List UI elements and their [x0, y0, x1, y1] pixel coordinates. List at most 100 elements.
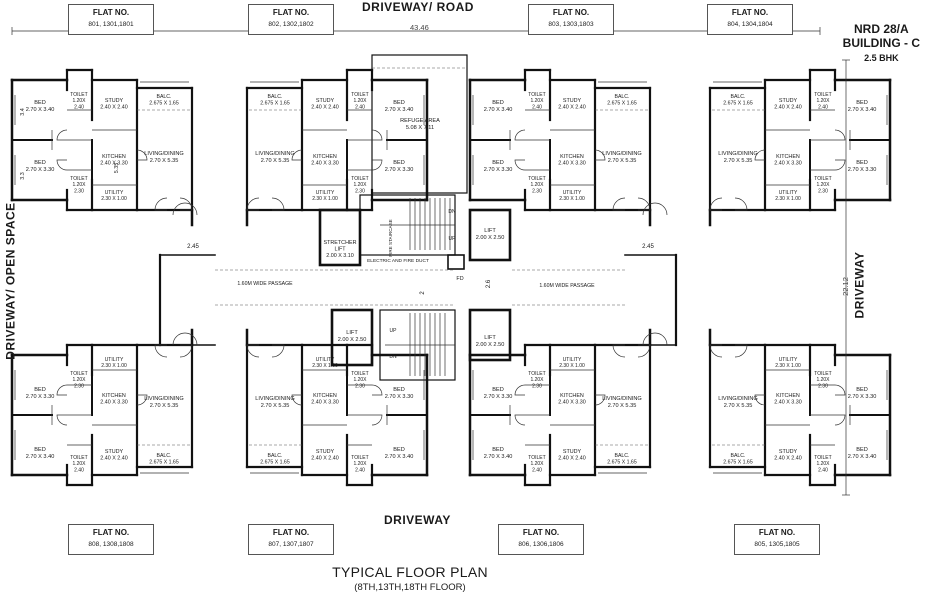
flat-number-box: FLAT NO. 802, 1302,1802	[248, 4, 334, 35]
door-swing	[834, 129, 846, 141]
door-swing	[514, 384, 526, 396]
door-swing	[637, 344, 651, 358]
door-swing	[291, 394, 303, 406]
wall-outline	[468, 208, 512, 262]
flat-number-box: FLAT NO. 806, 1306,1806	[498, 524, 584, 555]
overall-width-dimension: 43.46	[410, 23, 429, 32]
door-swing	[56, 129, 68, 141]
door-swing	[834, 159, 846, 171]
flat-number-box: FLAT NO. 803, 1303,1803	[528, 4, 614, 35]
plan-title-main: TYPICAL FLOOR PLAN	[332, 564, 488, 580]
door-swing	[612, 344, 626, 358]
door-swing	[612, 197, 626, 211]
flat-number-heading: FLAT NO.	[272, 8, 310, 17]
dimension-label: 2.6	[486, 279, 492, 288]
stair-dn-label: DN	[448, 209, 456, 215]
room-label-balcony: BALC.2.675 X 1.65	[149, 94, 179, 106]
flat-numbers: 807, 1307,1807	[268, 541, 314, 548]
flat-numbers: 806, 1306,1806	[518, 541, 564, 548]
door-swing	[371, 414, 383, 426]
door-swing	[514, 159, 526, 171]
road-bottom-label: DRIVEWAY	[384, 513, 451, 527]
dimension-label: 2.45	[187, 244, 199, 250]
door-swing	[642, 202, 668, 216]
dimension-label: 5.35	[114, 163, 120, 174]
door-swing	[734, 344, 748, 358]
plan-title-sub: (8TH,13TH,18TH FLOOR)	[354, 582, 466, 593]
door-swing	[172, 202, 198, 216]
flat-number-heading: FLAT NO.	[92, 8, 130, 17]
door-swing	[371, 159, 383, 171]
wall-outline	[371, 54, 468, 194]
door-swing	[637, 197, 651, 211]
door-swing	[136, 394, 148, 406]
room-label-balcony: BALC.2.675 X 1.65	[260, 94, 290, 106]
door-swing	[56, 414, 68, 426]
door-swing	[56, 159, 68, 171]
door-swing	[834, 414, 846, 426]
room-label-balcony: BALC.2.675 X 1.65	[723, 94, 753, 106]
fd-label: FD	[456, 276, 463, 282]
flat-number-box: FLAT NO. 804, 1304,1804	[707, 4, 793, 35]
building-name: BUILDING - C	[842, 36, 920, 50]
door-swing	[371, 129, 383, 141]
wall-outline	[330, 308, 374, 367]
door-swing	[179, 197, 193, 211]
flat-number-box: FLAT NO. 808, 1308,1808	[68, 524, 154, 555]
door-swing	[371, 384, 383, 396]
stair-up-label: UP	[449, 236, 457, 242]
door-swing	[709, 344, 723, 358]
flat-numbers: 803, 1303,1803	[548, 21, 594, 28]
room-label-balcony: BALC.2.675 X 1.65	[607, 94, 637, 106]
door-swing	[514, 129, 526, 141]
door-swing	[246, 344, 260, 358]
flat-numbers: 804, 1304,1804	[727, 21, 773, 28]
flat-number-heading: FLAT NO.	[731, 8, 769, 17]
door-swing	[834, 384, 846, 396]
flat-number-heading: FLAT NO.	[272, 528, 310, 537]
room-label-balcony: BALC.2.675 X 1.65	[149, 453, 179, 465]
door-swing	[291, 149, 303, 161]
building-info: NRD 28/A BUILDING - C 2.5 BHK	[843, 22, 920, 64]
plan-title: TYPICAL FLOOR PLAN (8TH,13TH,18TH FLOOR)	[0, 564, 820, 593]
dimension-label: 2.45	[642, 244, 654, 250]
room-label-balcony: BALC.2.675 X 1.65	[607, 453, 637, 465]
door-swing	[172, 332, 198, 346]
flat-number-box: FLAT NO. 807, 1307,1807	[248, 524, 334, 555]
electric-duct-label: ELECTRIC AND FIRE DUCT	[367, 258, 429, 264]
